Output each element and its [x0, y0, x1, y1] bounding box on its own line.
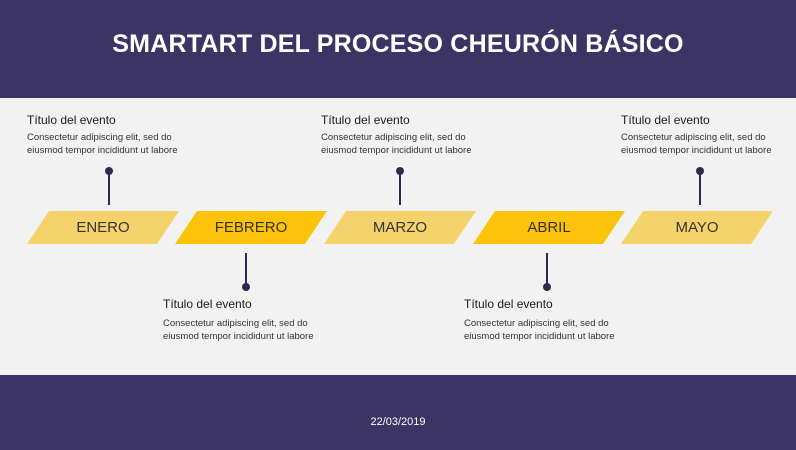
event-description[interactable]: Consectetur adipiscing elit, sed do eius…: [464, 318, 615, 342]
title-band: [0, 0, 796, 98]
event-title[interactable]: Título del evento: [321, 113, 410, 127]
event-description[interactable]: Consectetur adipiscing elit, sed do eius…: [163, 318, 314, 342]
chevron-abril[interactable]: ABRIL: [473, 211, 625, 244]
connector-dot: [242, 283, 250, 291]
connector-line: [699, 171, 701, 205]
event-description[interactable]: Consectetur adipiscing elit, sed do eius…: [621, 132, 772, 156]
connector-line: [108, 171, 110, 205]
chevron-label: FEBRERO: [214, 219, 288, 236]
event-description[interactable]: Consectetur adipiscing elit, sed do eius…: [27, 132, 178, 156]
event-title[interactable]: Título del evento: [163, 297, 252, 311]
chevron-label: MARZO: [372, 219, 428, 236]
chevron-marzo[interactable]: MARZO: [324, 211, 476, 244]
event-title[interactable]: Título del evento: [27, 113, 116, 127]
connector-line: [546, 253, 548, 287]
slide-title[interactable]: SMARTART DEL PROCESO CHEURÓN BÁSICO: [112, 30, 684, 58]
event-title[interactable]: Título del evento: [621, 113, 710, 127]
chevron-febrero[interactable]: FEBRERO: [175, 211, 327, 244]
chevron-enero[interactable]: ENERO: [27, 211, 179, 244]
slide-date[interactable]: 22/03/2019: [370, 416, 426, 428]
footer-band: [0, 375, 796, 450]
connector-dot: [543, 283, 551, 291]
chevron-mayo[interactable]: MAYO: [621, 211, 773, 244]
chevron-label: ABRIL: [527, 219, 571, 236]
event-description[interactable]: Consectetur adipiscing elit, sed do eius…: [321, 132, 472, 156]
connector-line: [245, 253, 247, 287]
chevron-label: MAYO: [675, 219, 719, 236]
connector-line: [399, 171, 401, 205]
event-title[interactable]: Título del evento: [464, 297, 553, 311]
chevron-label: ENERO: [76, 219, 130, 236]
